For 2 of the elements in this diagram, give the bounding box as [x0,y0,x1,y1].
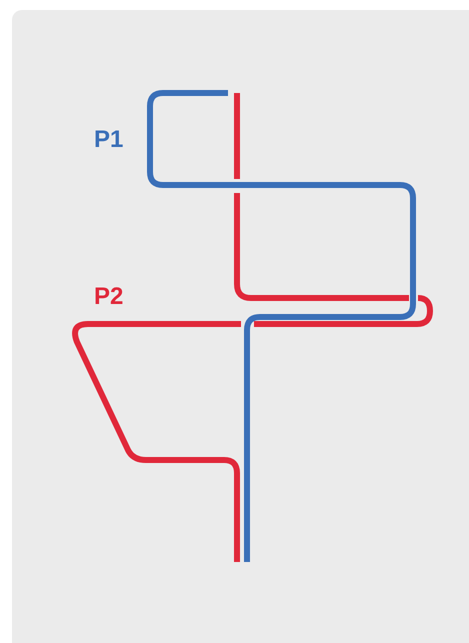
route-label: P1 [94,128,124,152]
route-label: P2 [94,285,124,309]
